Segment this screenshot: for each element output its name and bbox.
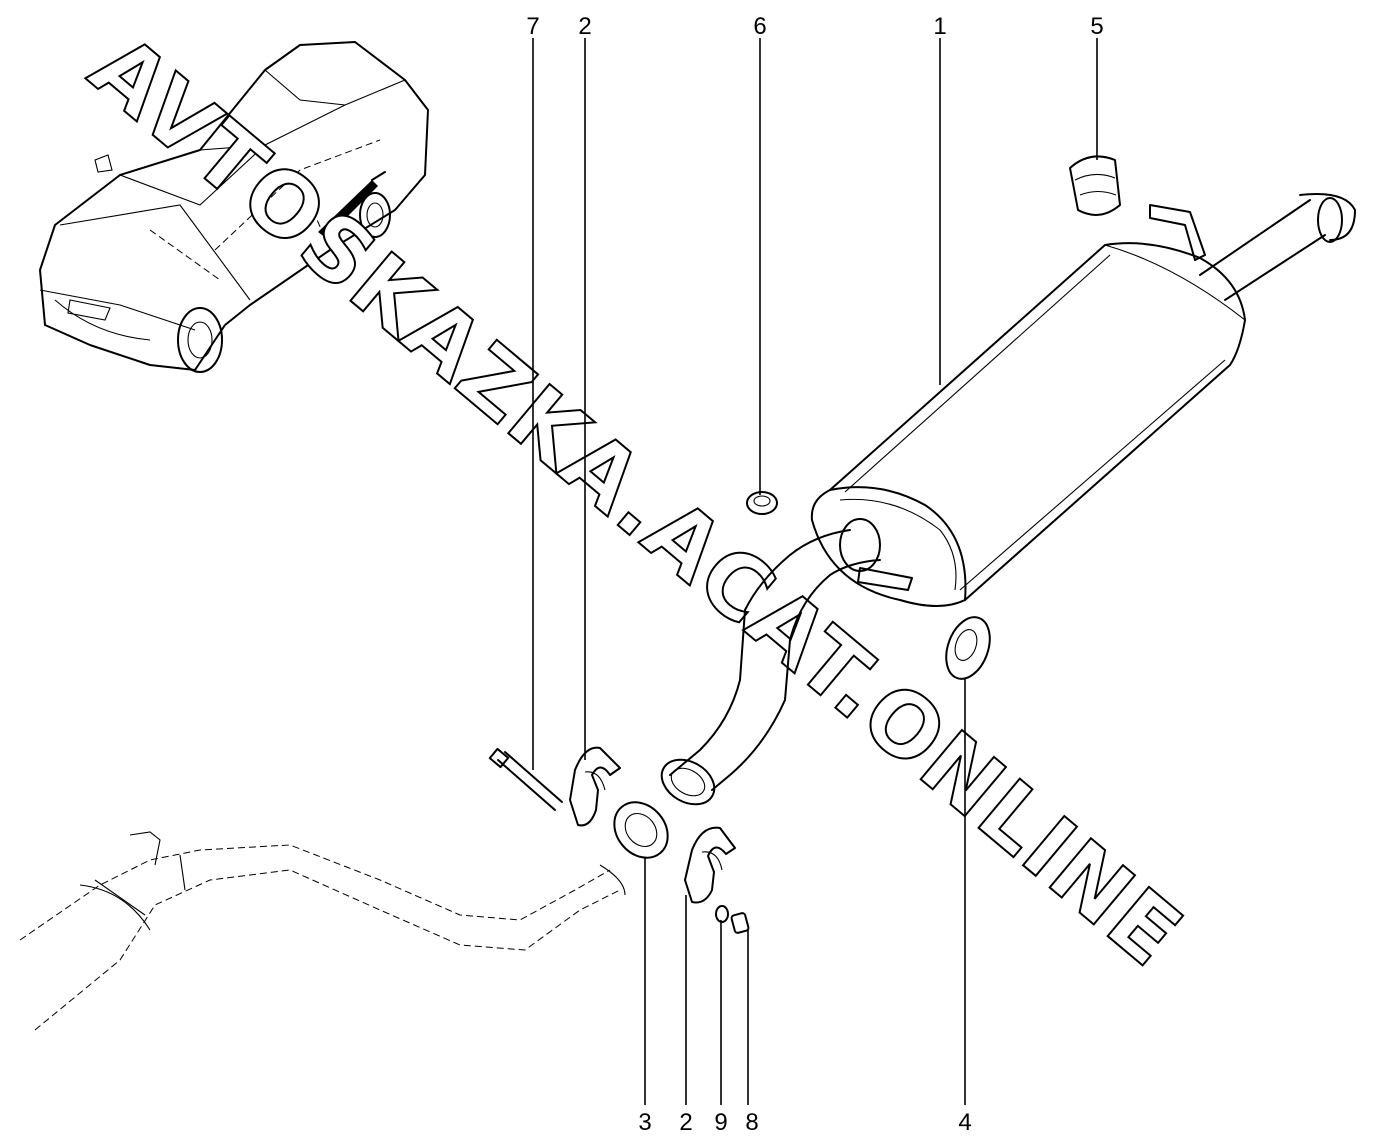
rubber-hanger-cushion-5 xyxy=(1069,155,1121,216)
bolt-7 xyxy=(488,747,563,811)
callout-9: 9 xyxy=(714,1109,727,1136)
highlighted-muffler-location xyxy=(318,180,378,238)
callout-1: 1 xyxy=(933,13,946,40)
callout-2-bottom: 2 xyxy=(679,1109,692,1136)
gasket-ring-3 xyxy=(613,801,669,859)
callout-8: 8 xyxy=(745,1109,758,1136)
rubber-hanger-cushion-4 xyxy=(945,616,991,680)
washer-9 xyxy=(715,905,729,923)
leader-lines xyxy=(532,38,1098,1105)
clamp-half-2-upper xyxy=(569,746,621,827)
callout-4: 4 xyxy=(958,1109,971,1136)
callout-2-top: 2 xyxy=(578,13,591,40)
nut-8 xyxy=(730,912,750,934)
watermark-text: AVTOSKAZKA.ACAT.ONLINE xyxy=(72,15,1202,987)
callout-3: 3 xyxy=(638,1109,651,1136)
exhaust-system-layout-inset xyxy=(19,831,626,1031)
callout-7: 7 xyxy=(526,13,539,40)
intermediate-pipe xyxy=(660,518,881,806)
rear-muffler xyxy=(810,193,1356,607)
callout-5: 5 xyxy=(1090,13,1103,40)
callout-6: 6 xyxy=(753,13,766,40)
clamp-half-2-lower xyxy=(684,826,736,904)
callout-labels: 7 2 6 1 5 3 2 9 8 4 xyxy=(526,13,1103,1136)
car-location-inset xyxy=(39,41,429,373)
plug-6 xyxy=(746,491,778,515)
